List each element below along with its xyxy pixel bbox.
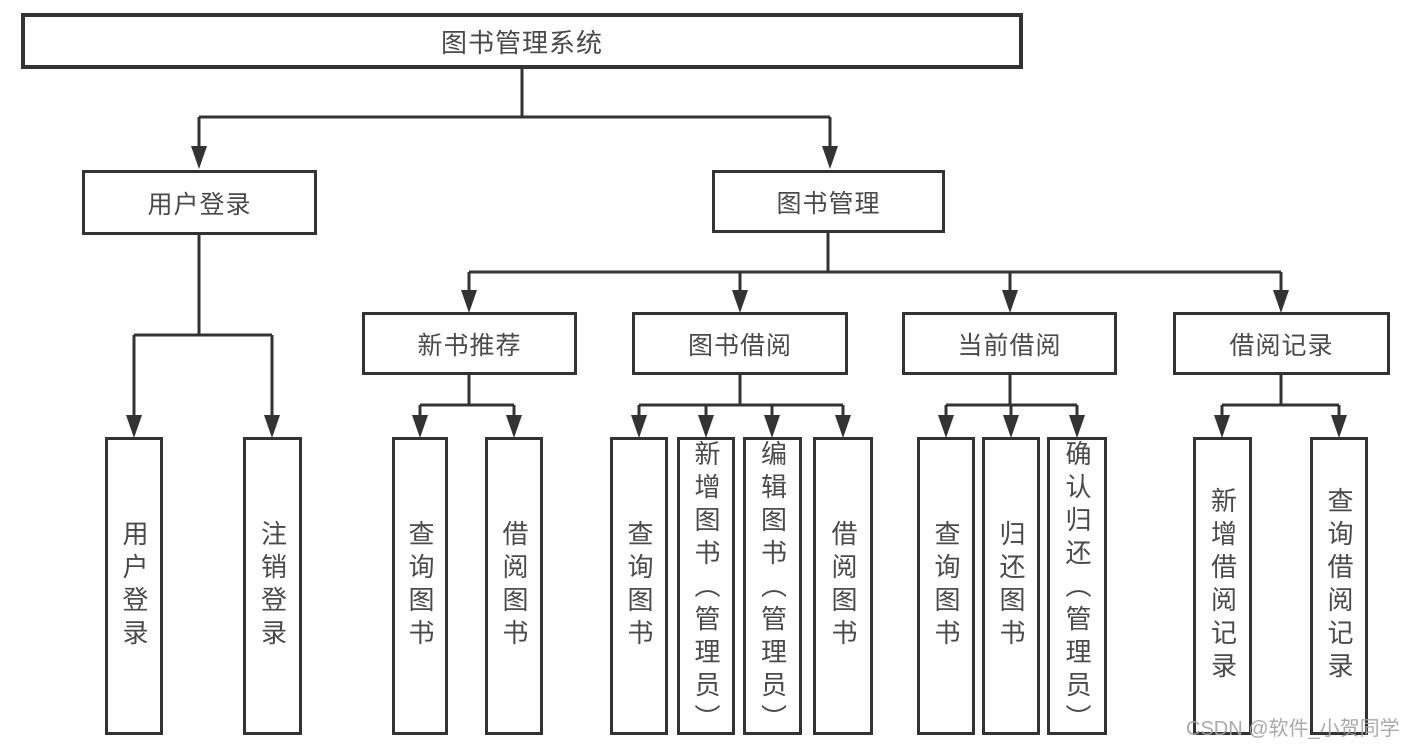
leaf-add-book-admin: 新增图书（管理员） (677, 437, 735, 737)
leaf-query-books-borrowing: 查询图书 (610, 437, 668, 735)
node-book-borrowing: 图书借阅 (632, 312, 848, 375)
leaf-confirm-return-admin: 确认归还（管理员） (1047, 437, 1107, 737)
leaf-edit-book-admin: 编辑图书（管理员） (743, 437, 802, 737)
leaf-logout: 注销登录 (243, 437, 302, 735)
leaf-query-borrow-record: 查询借阅记录 (1310, 437, 1368, 735)
leaf-query-books-current: 查询图书 (917, 437, 975, 735)
node-library-system: 图书管理系统 (21, 13, 1023, 69)
leaf-query-books-recommend: 查询图书 (392, 437, 448, 735)
node-user-login: 用户登录 (82, 170, 317, 235)
leaf-borrow-books-recommend: 借阅图书 (485, 437, 543, 735)
leaf-return-books: 归还图书 (982, 437, 1040, 735)
leaf-user-login: 用户登录 (105, 437, 163, 735)
leaf-add-borrow-record: 新增借阅记录 (1193, 437, 1252, 735)
csdn-watermark: CSDN @软件_小贺同学 (1186, 718, 1400, 740)
node-book-management: 图书管理 (712, 170, 945, 233)
node-borrowing-records: 借阅记录 (1173, 312, 1390, 375)
leaf-borrow-books-borrowing: 借阅图书 (813, 437, 873, 735)
node-current-borrowing: 当前借阅 (902, 312, 1117, 375)
arrowheads (126, 146, 1347, 438)
node-new-book-recommend: 新书推荐 (362, 312, 577, 375)
